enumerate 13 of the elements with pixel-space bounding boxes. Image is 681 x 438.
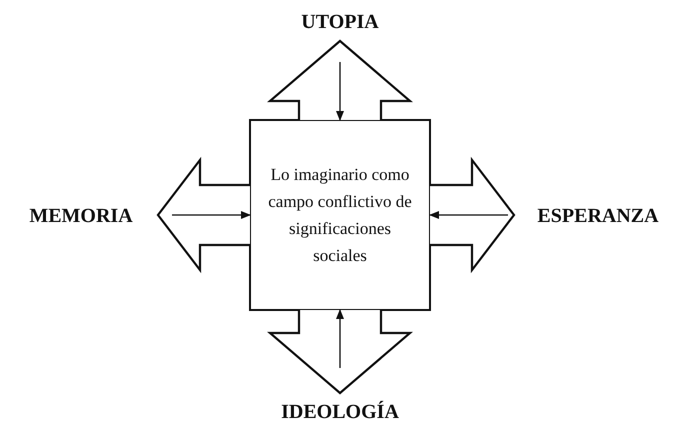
- block-arrow: [428, 156, 516, 274]
- block-arrow: [156, 156, 252, 274]
- label-text: IDEOLOGÍA: [281, 400, 399, 425]
- block-arrow: [267, 40, 413, 122]
- label-text: ESPERANZA: [537, 204, 659, 229]
- arrow: [336, 62, 344, 121]
- center-text: Lo imaginario como campo conflictivo de significaciones sociales: [267, 164, 413, 267]
- arrow: [429, 211, 508, 219]
- arrow: [172, 211, 251, 219]
- arrow: [336, 309, 344, 368]
- label-text: MEMORIA: [29, 204, 133, 229]
- label-text: UTOPIA: [301, 10, 379, 35]
- block-arrow: [267, 308, 413, 394]
